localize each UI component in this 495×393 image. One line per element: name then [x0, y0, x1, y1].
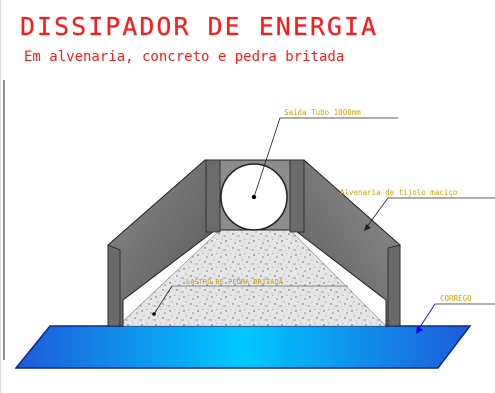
stream-leader-line	[417, 303, 436, 331]
gravel-label: LASTRO DE PEDRA BRITADA	[186, 278, 284, 286]
headwall-right-post	[289, 159, 305, 233]
stream-leader-arrow	[416, 326, 423, 334]
pipe-label: Saída Tubo 1000mm	[284, 108, 361, 117]
stream-water	[14, 325, 472, 369]
masonry-leader-arrow	[364, 224, 371, 231]
drawing-title: DISSIPADOR DE ENERGIA	[20, 12, 378, 41]
drawing-subtitle: Em alvenaria, concreto e pedra britada	[24, 49, 344, 65]
stream-label: CORREGO	[440, 294, 472, 303]
gravel-leader-dot	[152, 312, 156, 316]
headwall-left-post	[205, 159, 221, 233]
masonry-leader-line	[365, 197, 389, 229]
pipe-leader-line	[253, 117, 281, 198]
gravel-leader-line	[153, 285, 173, 315]
masonry-label: Alvenaria de tijolo maciço	[340, 188, 458, 197]
right-wall-face	[387, 244, 401, 327]
left-wall-face	[107, 244, 121, 327]
